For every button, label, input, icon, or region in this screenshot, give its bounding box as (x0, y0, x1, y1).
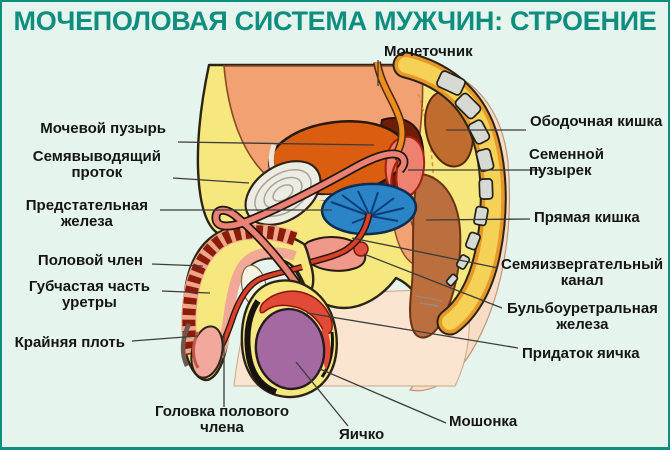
label-seminal-vesicle: Семенной пузырек (529, 146, 604, 180)
leader-vas-deferens (172, 177, 250, 184)
vertebrae (436, 70, 495, 287)
label-ejaculatory-duct: Семяизвергательный канал (501, 256, 664, 290)
label-penis: Половой член (37, 252, 143, 269)
label-bulbourethral-gland: Бульбоуретральная железа (507, 300, 658, 334)
vas-deferens-shape (211, 149, 409, 312)
label-colon: Ободочная кишка (530, 113, 663, 130)
label-vas-deferens: Семявыводящий проток (32, 148, 161, 182)
poster-title: МОЧЕПОЛОВАЯ СИСТЕМА МУЖЧИН: СТРОЕНИЕ (13, 6, 657, 36)
bulbourethral-gland-shape (353, 241, 369, 257)
label-spongy-urethra: Губчастая часть уретры (28, 278, 150, 312)
label-glans: Головка полового члена (154, 403, 290, 437)
leader-ejaculatory-duct (351, 237, 499, 269)
leader-bladder (177, 141, 375, 146)
prostate-shape (320, 182, 418, 236)
label-rectum: Прямая кишка (534, 209, 640, 226)
leader-penis (151, 263, 204, 267)
label-scrotum: Мошонка (449, 413, 518, 430)
label-epididymis: Придаток яичка (522, 345, 640, 362)
urethra-shape (300, 213, 373, 269)
leader-scrotum (319, 368, 447, 424)
leader-bulbourethral (363, 253, 503, 309)
leader-foreskin (131, 335, 199, 342)
label-testicle: Яичко (339, 426, 385, 443)
pelvic-wall-line (417, 93, 435, 243)
thigh-crease-lines (415, 295, 443, 307)
scrotum-shape (240, 279, 338, 399)
label-ureter: Мочеточник (384, 43, 473, 60)
leader-lines (131, 60, 542, 427)
testicle-shape (254, 307, 326, 391)
leader-epididymis (306, 312, 519, 349)
ureter-shape (373, 61, 406, 161)
label-foreskin: Крайняя плоть (14, 334, 125, 351)
leader-rectum (425, 218, 531, 221)
leader-testicle (295, 361, 349, 427)
label-bladder: Мочевой пузырь (40, 120, 166, 137)
foreskin-shape (180, 322, 192, 368)
pubic-bone-shape (244, 160, 322, 226)
leader-spongy-urethra (161, 290, 211, 294)
label-prostate: Предстательная железа (25, 197, 148, 231)
